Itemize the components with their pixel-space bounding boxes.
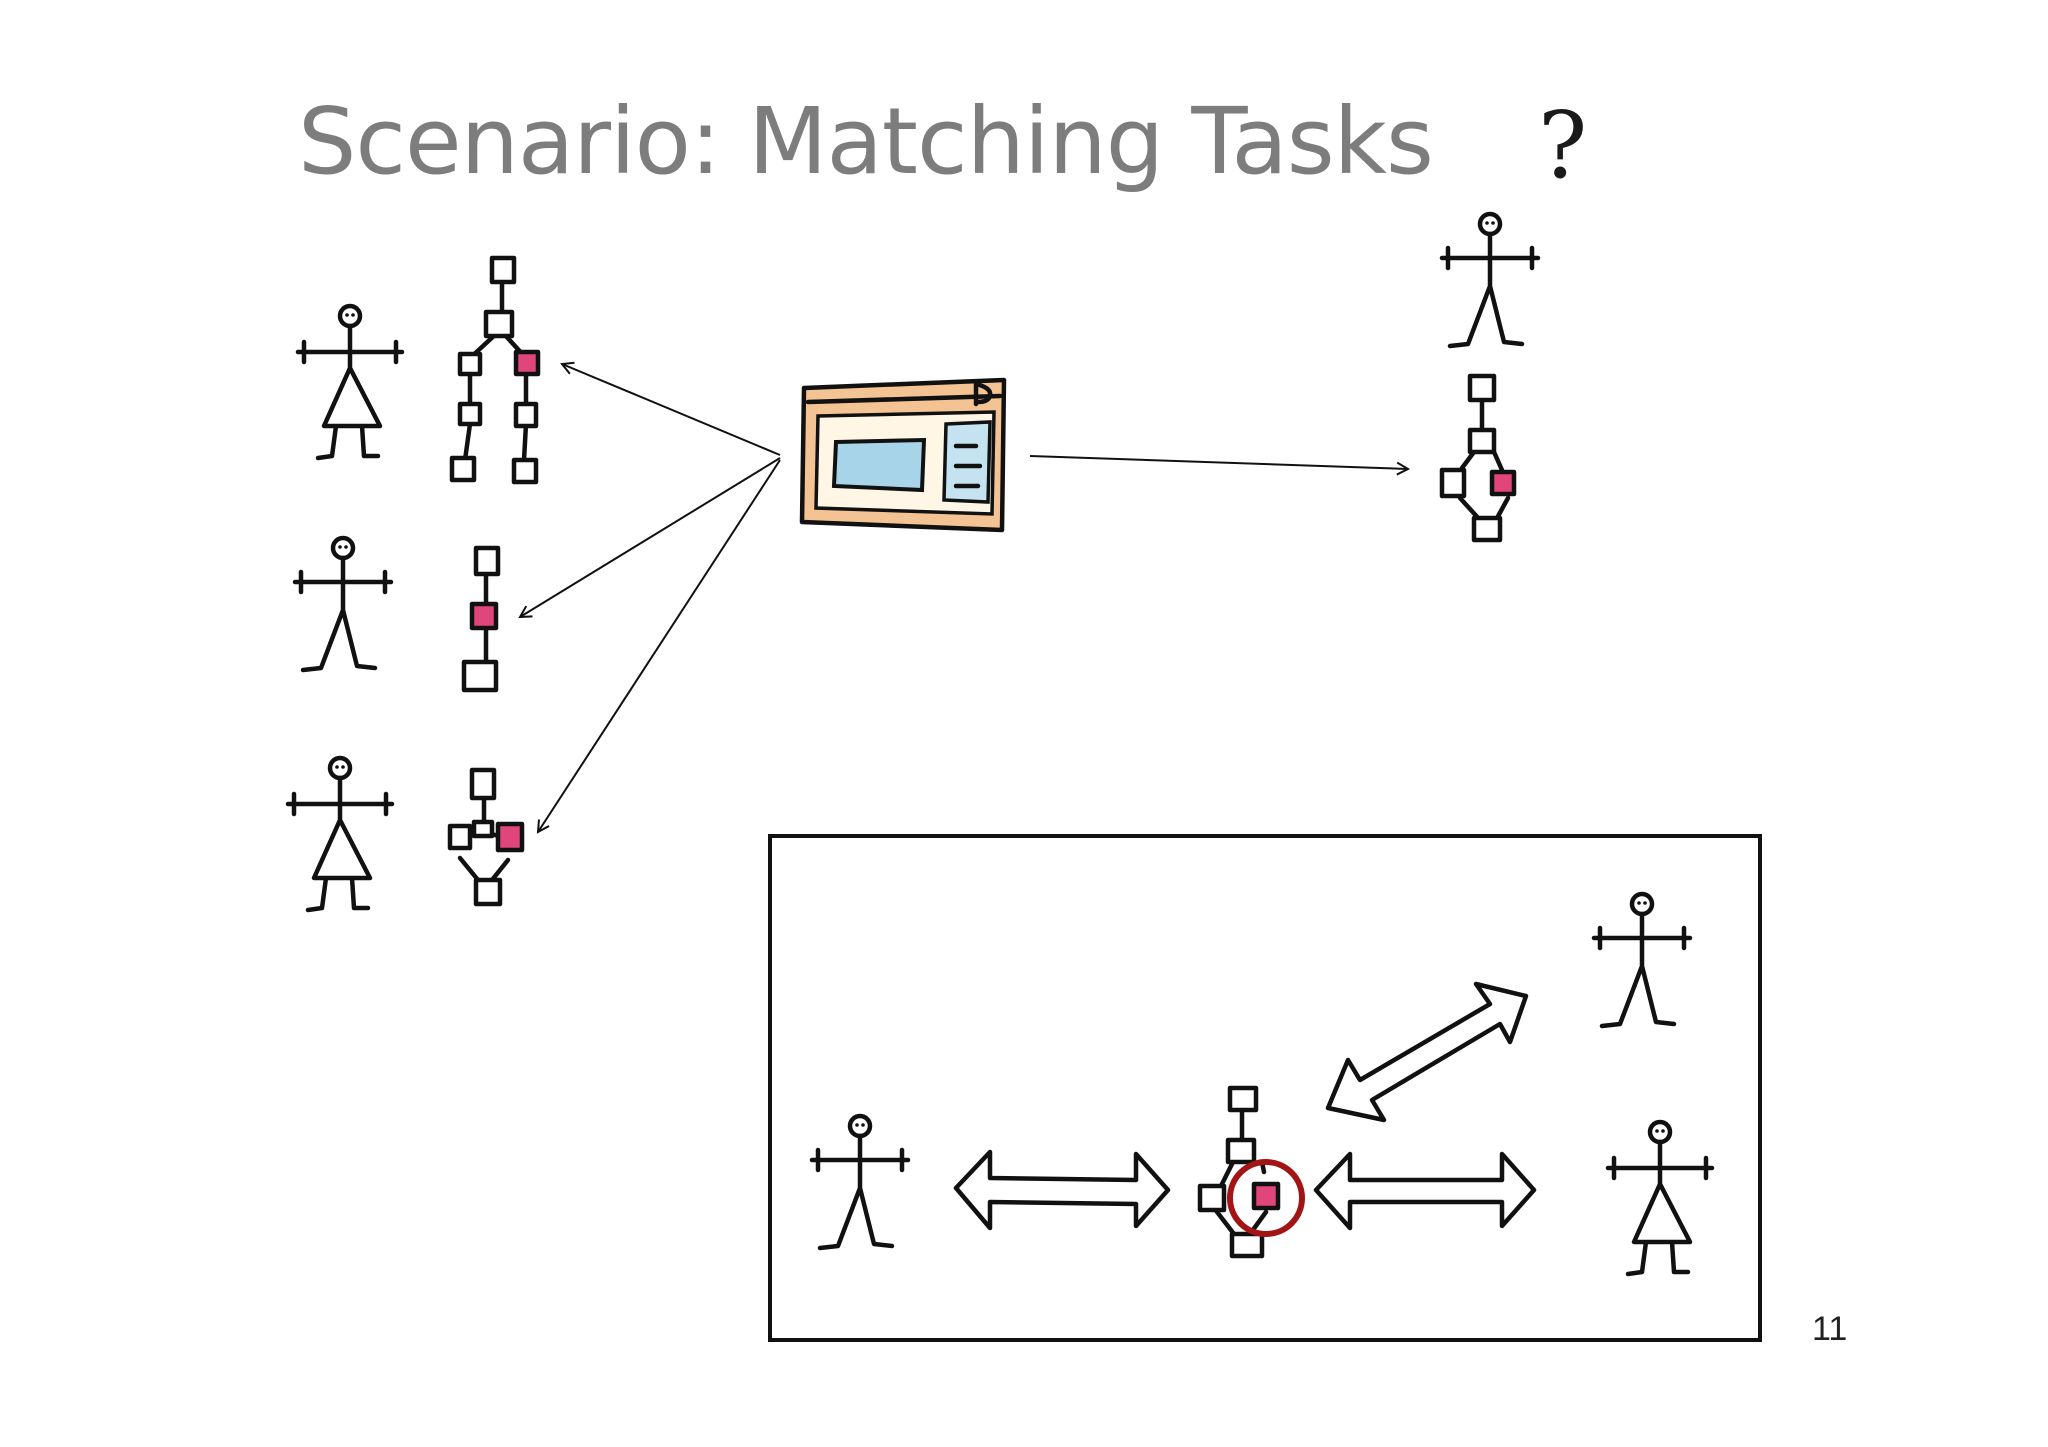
panel-task-model <box>1197 1085 1281 1259</box>
double-arrow-diagonal <box>1325 981 1529 1123</box>
arrow-to-task-model-3 <box>538 459 781 832</box>
task-model-branching <box>449 255 541 485</box>
woman-figure-2 <box>288 758 392 910</box>
matching-panel <box>768 834 1762 1342</box>
double-arrow-right <box>1313 1151 1537 1231</box>
task-model-linear <box>461 545 501 693</box>
man-figure-1 <box>295 538 391 670</box>
new-user-task-model <box>1439 373 1517 543</box>
arrow-to-new-user <box>1029 455 1408 469</box>
double-arrow-left <box>953 1149 1171 1231</box>
highlight-circle <box>1227 1159 1305 1237</box>
new-user-figure <box>1442 214 1538 346</box>
woman-figure-1 <box>298 306 402 458</box>
arrow-to-task-model-2 <box>520 457 781 617</box>
slide-number: 11 <box>1812 1310 1848 1348</box>
task-model-diamond <box>447 767 525 907</box>
question-mark: ? <box>1538 92 1588 199</box>
slide-title: Scenario: Matching Tasks <box>298 88 1434 195</box>
arrow-to-task-model-1 <box>562 364 781 456</box>
application-window-icon <box>799 377 1007 533</box>
